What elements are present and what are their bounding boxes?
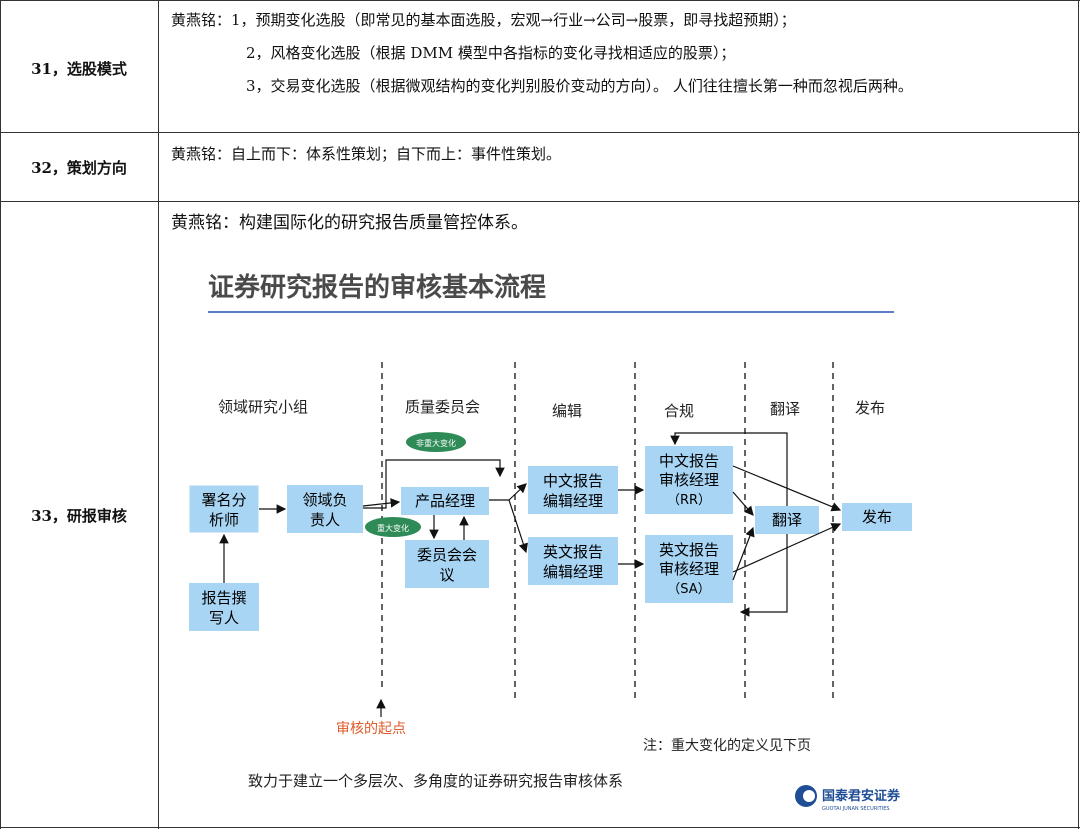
- writer-label: 报告撰: [201, 589, 246, 607]
- analyst-label: 署名分: [201, 491, 246, 509]
- flow-arrow: [508, 483, 527, 501]
- sa-box: [645, 535, 733, 603]
- flow-arrow: [732, 491, 754, 516]
- analyst-label: 析师: [209, 511, 239, 529]
- translate-box: [755, 506, 819, 534]
- rr-label: （RR）: [667, 493, 711, 508]
- committee-label: 议: [439, 566, 454, 584]
- flow-arrow: [362, 498, 401, 508]
- flow-arrow: [732, 526, 755, 581]
- en-editor-label: 英文报告: [543, 543, 603, 561]
- en-editor-box: [528, 537, 618, 585]
- cn-editor-label: 编辑经理: [543, 492, 603, 510]
- major-change-badge-label: 重大变化: [377, 523, 409, 533]
- flow-arrow: [508, 499, 528, 554]
- flow-arrow: [670, 432, 788, 506]
- sa-label: 英文报告: [659, 541, 719, 559]
- row-label: 31，选股模式: [31, 60, 127, 78]
- column-header: 领域研究小组: [218, 398, 308, 416]
- table-left-border: [0, 0, 1, 829]
- table-top-border: [0, 0, 1080, 1]
- rr-label: 中文报告: [659, 452, 719, 470]
- row-divider: [0, 201, 1080, 202]
- column-header: 合规: [664, 402, 694, 420]
- row-text-line: 2，风格变化选股（根据 DMM 模型中各指标的变化寻找相适应的股票）；: [246, 44, 736, 62]
- column-header: 发布: [855, 399, 885, 417]
- diagram-title: 证券研究报告的审核基本流程: [208, 272, 546, 303]
- column-header: 质量委员会: [405, 398, 480, 416]
- start-label: 审核的起点: [336, 721, 406, 737]
- writer-label: 写人: [209, 609, 239, 627]
- row-label: 33，研报审核: [31, 507, 127, 525]
- column-header: 翻译: [770, 400, 800, 418]
- domain-head-box: [287, 485, 363, 533]
- column-header: 编辑: [552, 402, 582, 420]
- rr-label: 审核经理: [659, 471, 719, 489]
- writer-box: [189, 583, 259, 631]
- note-text: 注：重大变化的定义见下页: [643, 738, 811, 754]
- no-change-badge: [406, 432, 466, 452]
- row-label: 32，策划方向: [31, 159, 127, 177]
- table-bottom-border: [0, 827, 1080, 828]
- domain-head-label: 领域负: [302, 491, 347, 509]
- row-divider: [0, 132, 1080, 133]
- sa-label: （SA）: [667, 582, 710, 597]
- row-text-line: 3，交易变化选股（根据微观结构的变化判别股价变动的方向）。 人们往往擅长第一种而…: [246, 77, 913, 95]
- domain-head-label: 责人: [310, 511, 340, 529]
- product-manager-box: [401, 487, 489, 515]
- publish-box: [842, 503, 912, 531]
- product-manager-label: 产品经理: [415, 492, 475, 510]
- column-divider: [158, 0, 159, 829]
- en-editor-label: 编辑经理: [543, 563, 603, 581]
- publish-label: 发布: [862, 508, 892, 526]
- committee-box: [405, 540, 489, 588]
- logo-text: 国泰君安证券: [822, 788, 901, 804]
- major-change-badge: [365, 517, 421, 537]
- cn-editor-label: 中文报告: [543, 472, 603, 490]
- flow-arrow: [739, 534, 788, 617]
- logo-subtext: GUOTAI JUNAN SECURITIES: [822, 806, 890, 812]
- committee-label: 委员会会: [417, 546, 477, 564]
- row-text-line: 黄燕铭：1，预期变化选股（即常见的基本面选股，宏观→行业→公司→股票，即寻找超预…: [171, 11, 796, 29]
- translate-label: 翻译: [772, 511, 802, 529]
- footer-text: 致力于建立一个多层次、多角度的证券研究报告审核体系: [248, 772, 623, 790]
- sa-label: 审核经理: [659, 560, 719, 578]
- row-text-line: 黄燕铭：构建国际化的研究报告质量管控体系。: [171, 213, 528, 233]
- no-change-badge-label: 非重大变化: [416, 438, 456, 448]
- rr-box: [645, 446, 733, 514]
- flow-arrow: [363, 459, 505, 509]
- cn-editor-box: [528, 466, 618, 514]
- row-text-line: 黄燕铭：自上而下：体系性策划；自下而上：事件性策划。: [171, 145, 562, 163]
- table-right-border: [1078, 0, 1079, 829]
